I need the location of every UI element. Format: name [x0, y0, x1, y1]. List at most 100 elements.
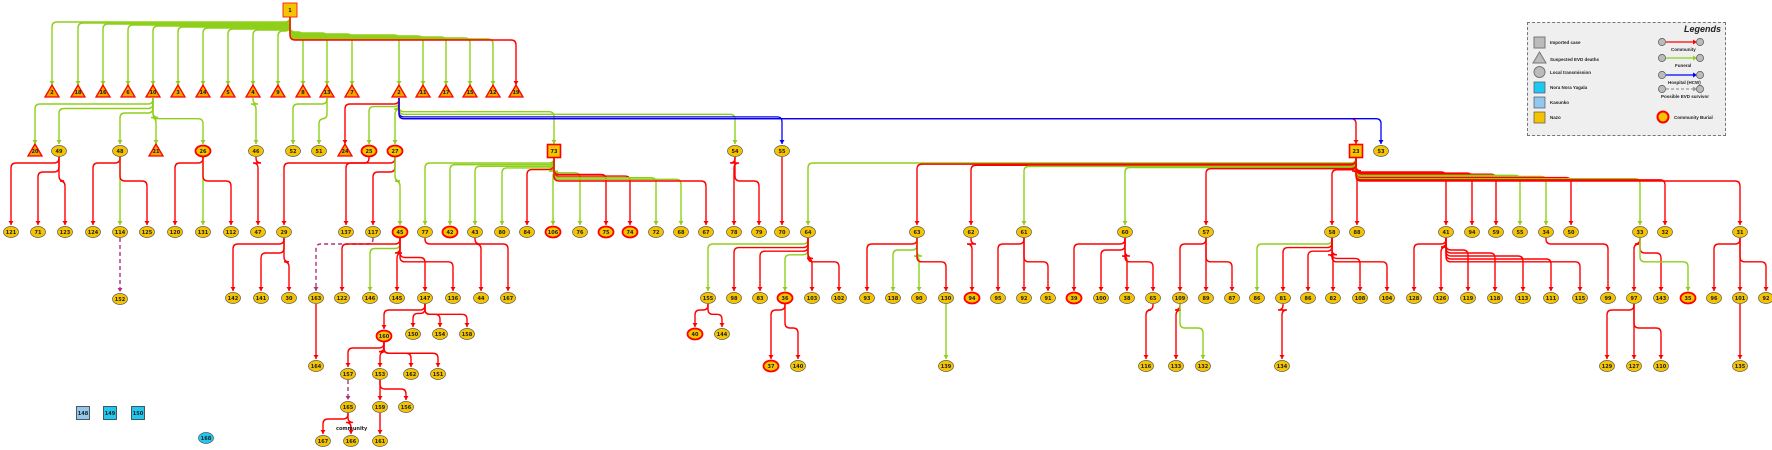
case-node-102[interactable]: 102 [831, 292, 847, 304]
case-node-5[interactable]: 5 [219, 83, 237, 98]
case-node-101[interactable]: 101 [1732, 292, 1748, 304]
case-node-42[interactable]: 42 [441, 225, 459, 239]
case-node-36[interactable]: 36 [776, 291, 794, 305]
case-node-166[interactable]: 166 [343, 435, 359, 447]
case-node-58[interactable]: 58 [1324, 226, 1340, 238]
case-node-40[interactable]: 40 [686, 327, 704, 341]
case-node-124[interactable]: 124 [85, 226, 101, 238]
case-node-113[interactable]: 113 [1515, 292, 1531, 304]
case-node-72[interactable]: 72 [648, 226, 664, 238]
case-node-125[interactable]: 125 [139, 226, 155, 238]
case-node-158[interactable]: 158 [459, 328, 475, 340]
case-node-159[interactable]: 159 [372, 401, 388, 413]
case-node-81[interactable]: 81 [1275, 292, 1291, 304]
case-node-142[interactable]: 142 [225, 292, 241, 304]
case-node-167[interactable]: 167 [500, 292, 516, 304]
case-node-49[interactable]: 49 [51, 145, 67, 157]
case-node-135[interactable]: 135 [1732, 360, 1748, 372]
case-node-86[interactable]: 86 [1249, 292, 1265, 304]
case-node-95[interactable]: 95 [990, 292, 1006, 304]
case-node-148[interactable]: 148 [76, 406, 90, 420]
case-node-43[interactable]: 43 [467, 226, 483, 238]
case-node-119[interactable]: 119 [1460, 292, 1476, 304]
case-node-83[interactable]: 83 [752, 292, 768, 304]
case-node-164[interactable]: 164 [308, 360, 324, 372]
case-node-67[interactable]: 67 [698, 226, 714, 238]
case-node-165[interactable]: 165 [340, 401, 356, 413]
case-node-146[interactable]: 146 [362, 292, 378, 304]
case-node-52[interactable]: 52 [285, 145, 301, 157]
case-node-45[interactable]: 45 [391, 225, 409, 239]
case-node-118[interactable]: 118 [1487, 292, 1503, 304]
case-node-24[interactable]: 24 [336, 142, 354, 157]
case-node-153[interactable]: 153 [372, 368, 388, 380]
case-node-74[interactable]: 74 [621, 225, 639, 239]
case-node-44[interactable]: 44 [473, 292, 489, 304]
case-node-132[interactable]: 132 [1195, 360, 1211, 372]
case-node-167[interactable]: 167 [315, 435, 331, 447]
case-node-82[interactable]: 82 [1325, 292, 1341, 304]
case-node-15[interactable]: 15 [461, 83, 479, 98]
case-node-39[interactable]: 39 [1065, 291, 1083, 305]
case-node-57[interactable]: 57 [1198, 226, 1214, 238]
case-node-78[interactable]: 78 [726, 226, 742, 238]
case-node-62[interactable]: 62 [963, 226, 979, 238]
case-node-134[interactable]: 134 [1274, 360, 1290, 372]
case-node-99[interactable]: 99 [1600, 292, 1616, 304]
case-node-8[interactable]: 8 [294, 83, 312, 98]
case-node-25[interactable]: 25 [360, 144, 378, 158]
case-node-106[interactable]: 106 [544, 225, 562, 239]
case-node-104[interactable]: 104 [1379, 292, 1395, 304]
case-node-123[interactable]: 123 [57, 226, 73, 238]
case-node-77[interactable]: 77 [417, 226, 433, 238]
case-node-30[interactable]: 30 [281, 292, 297, 304]
case-node-2[interactable]: 2 [43, 83, 61, 98]
case-node-162[interactable]: 162 [403, 368, 419, 380]
case-node-100[interactable]: 100 [1093, 292, 1109, 304]
case-node-131[interactable]: 131 [195, 226, 211, 238]
case-node-117[interactable]: 117 [365, 226, 381, 238]
case-node-3[interactable]: 3 [169, 83, 187, 98]
case-node-96[interactable]: 96 [1706, 292, 1722, 304]
case-node-94[interactable]: 94 [1464, 226, 1480, 238]
case-node-54[interactable]: 54 [727, 145, 743, 157]
case-node-122[interactable]: 122 [334, 292, 350, 304]
case-node-91[interactable]: 91 [1040, 292, 1056, 304]
case-node-150[interactable]: 150 [131, 406, 145, 420]
case-node-137[interactable]: 137 [338, 226, 354, 238]
case-node-114[interactable]: 114 [112, 226, 128, 238]
case-node-51[interactable]: 51 [311, 145, 327, 157]
case-node-9[interactable]: 9 [269, 83, 287, 98]
case-node-60[interactable]: 60 [1117, 226, 1133, 238]
case-node-138[interactable]: 138 [885, 292, 901, 304]
case-node-63[interactable]: 63 [909, 226, 925, 238]
case-node-97[interactable]: 97 [1626, 292, 1642, 304]
case-node-34[interactable]: 34 [1538, 226, 1554, 238]
case-node-126[interactable]: 126 [1433, 292, 1449, 304]
case-node-98[interactable]: 98 [726, 292, 742, 304]
case-node-147[interactable]: 147 [417, 292, 433, 304]
case-node-115[interactable]: 115 [1572, 292, 1588, 304]
case-node-35[interactable]: 35 [1679, 291, 1697, 305]
case-node-75[interactable]: 75 [597, 225, 615, 239]
case-node-121[interactable]: 121 [3, 226, 19, 238]
case-node-80[interactable]: 80 [494, 226, 510, 238]
case-node-13[interactable]: 13 [318, 83, 336, 98]
case-node-41[interactable]: 41 [1438, 226, 1454, 238]
case-node-12[interactable]: 12 [484, 83, 502, 98]
case-node-71[interactable]: 71 [30, 226, 46, 238]
case-node-89[interactable]: 89 [1198, 292, 1214, 304]
case-node-14[interactable]: 14 [194, 83, 212, 98]
case-node-46[interactable]: 46 [248, 145, 264, 157]
case-node-7[interactable]: 7 [343, 83, 361, 98]
case-node-130[interactable]: 130 [938, 292, 954, 304]
case-node-133[interactable]: 133 [1168, 360, 1184, 372]
case-node-127[interactable]: 127 [1626, 360, 1642, 372]
case-node-48[interactable]: 48 [112, 145, 128, 157]
case-node-73[interactable]: 73 [546, 143, 562, 159]
case-node-4[interactable]: 4 [244, 83, 262, 98]
case-node-152[interactable]: 152 [112, 293, 128, 305]
case-node-27[interactable]: 27 [386, 144, 404, 158]
case-node-92[interactable]: 92 [1758, 292, 1772, 304]
case-node-38[interactable]: 38 [1119, 292, 1135, 304]
